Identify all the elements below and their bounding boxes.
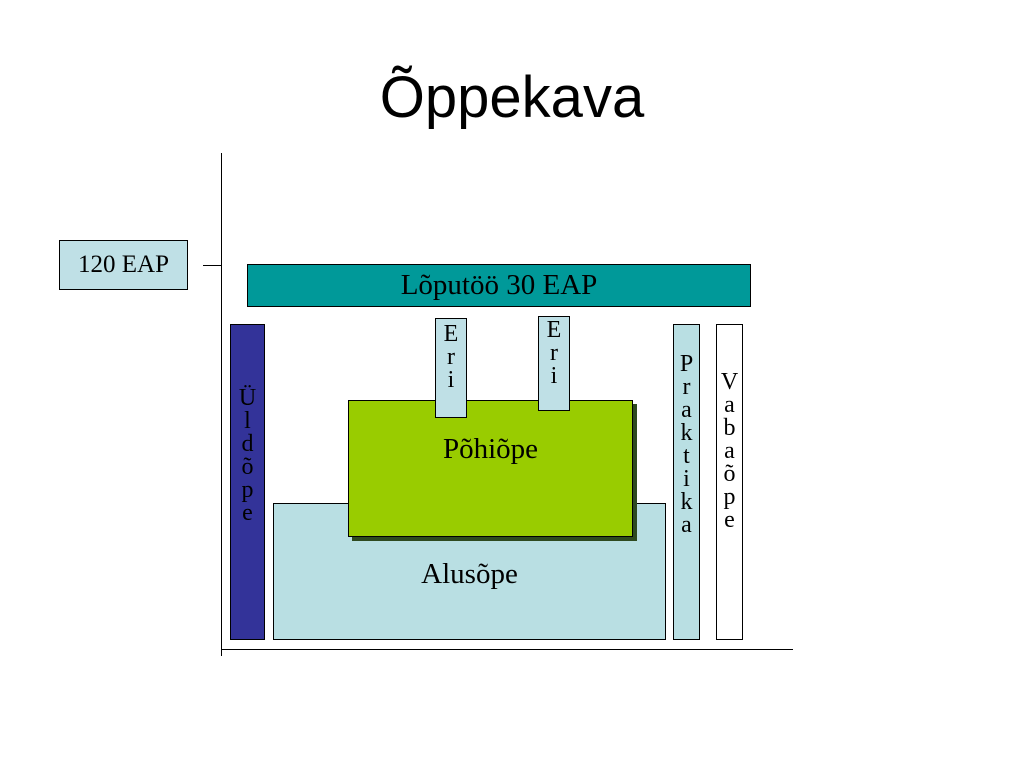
- core-studies-block: Põhiõpe: [348, 400, 633, 537]
- total-credits-label: 120 EAP: [59, 240, 188, 290]
- vertical-axis-line: [221, 153, 222, 656]
- core-studies-label: Põhiõpe: [442, 433, 539, 465]
- base-studies-label: Alusõpe: [421, 558, 518, 590]
- slide-title: Õppekava: [379, 65, 645, 130]
- thesis-block: Lõputöö 30 EAP: [247, 264, 751, 307]
- axis-tick-120: [203, 265, 221, 266]
- horizontal-axis-line: [221, 649, 793, 650]
